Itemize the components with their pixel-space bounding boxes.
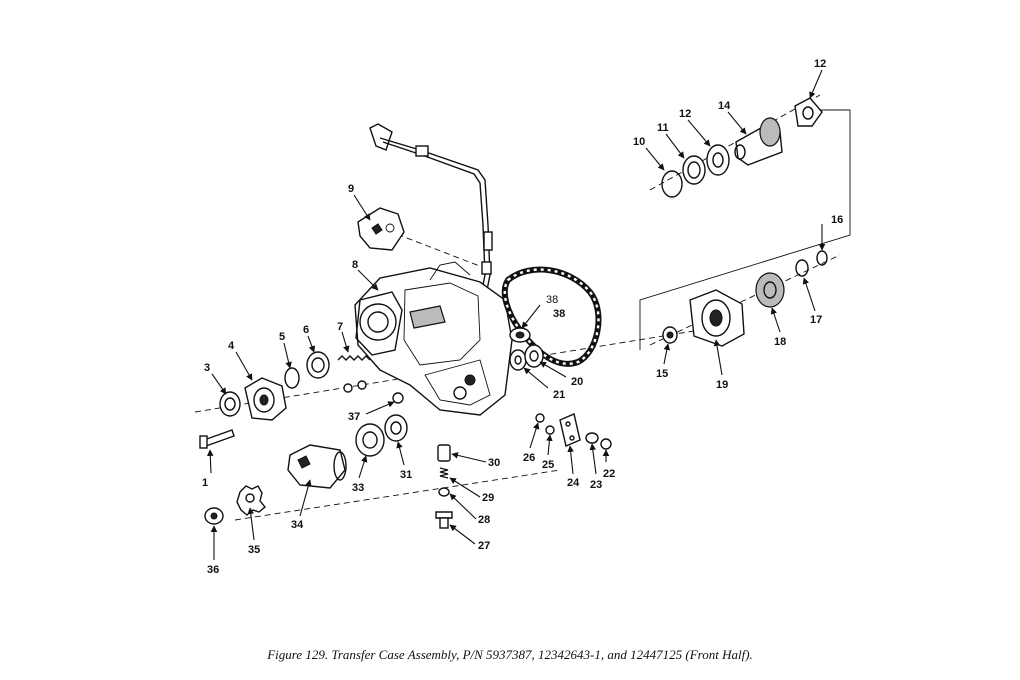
callout-1: 1 [202, 477, 208, 489]
callout-35: 35 [248, 544, 260, 556]
lever-group [535, 413, 612, 450]
callout-33: 33 [352, 482, 364, 494]
callout-15: 15 [656, 368, 668, 380]
callout-29: 29 [482, 492, 494, 504]
callout-10: 10 [633, 136, 645, 148]
callout-38-top: 38 [546, 294, 558, 306]
callout-23: 23 [590, 479, 602, 491]
callout-labels: 1 3 4 5 6 7 8 9 10 11 12 12 14 15 16 17 … [202, 58, 843, 576]
callout-27: 27 [478, 540, 490, 552]
callout-5: 5 [279, 331, 285, 343]
callout-20: 20 [571, 376, 583, 388]
callout-28: 28 [478, 514, 490, 526]
callout-36: 36 [207, 564, 219, 576]
drive-chain [501, 266, 602, 367]
callout-12-left: 12 [679, 108, 691, 120]
callout-37: 37 [348, 411, 360, 423]
leader-lines [206, 69, 826, 560]
callout-12-right: 12 [814, 58, 826, 70]
callout-38: 38 [553, 308, 565, 320]
callout-26: 26 [523, 452, 535, 464]
callout-17: 17 [810, 314, 822, 326]
callout-6: 6 [303, 324, 309, 336]
callout-22: 22 [603, 468, 615, 480]
figure-caption: Figure 129. Transfer Case Assembly, P/N … [267, 647, 753, 662]
callout-7: 7 [337, 321, 343, 333]
rear-bearing-group [343, 380, 408, 457]
callout-34: 34 [291, 519, 304, 531]
callout-9: 9 [348, 183, 354, 195]
detent-plate [357, 207, 405, 251]
shift-linkage [369, 123, 493, 296]
output-yoke-group [199, 429, 347, 525]
callout-24: 24 [567, 477, 580, 489]
callout-16: 16 [831, 214, 843, 226]
callout-11: 11 [657, 122, 669, 134]
seal-washers [509, 327, 544, 371]
callout-4: 4 [228, 340, 235, 352]
callout-21: 21 [553, 389, 565, 401]
transfer-case-housing [354, 261, 513, 416]
plug-spring-group [435, 444, 453, 529]
callout-31: 31 [400, 469, 412, 481]
lower-shaft-group [662, 250, 828, 347]
callout-8: 8 [352, 259, 358, 271]
callout-14: 14 [718, 100, 731, 112]
callout-18: 18 [774, 336, 786, 348]
callout-30: 30 [488, 457, 500, 469]
upper-shaft-group [661, 97, 823, 198]
callout-19: 19 [716, 379, 728, 391]
front-bearing-group [219, 351, 371, 421]
callout-25: 25 [542, 459, 554, 471]
callout-3: 3 [204, 362, 210, 374]
